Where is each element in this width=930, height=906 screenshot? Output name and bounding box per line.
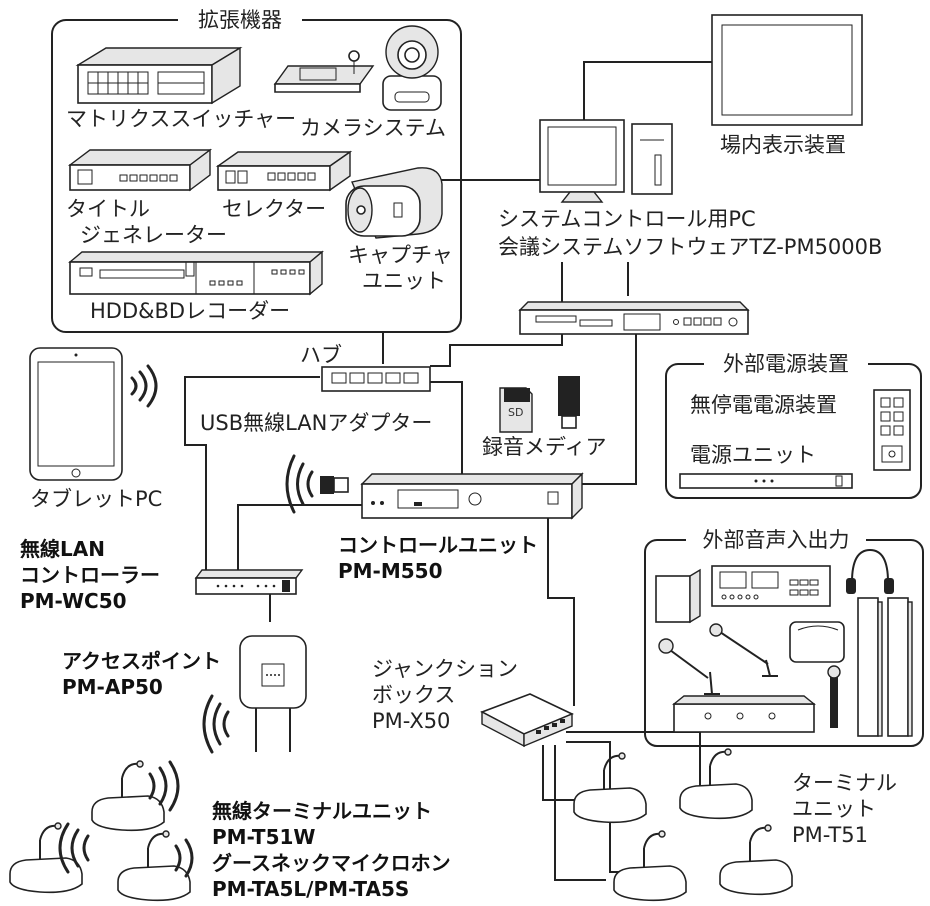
external-power-title: 外部電源装置 bbox=[723, 352, 849, 376]
camera-system-label: カメラシステム bbox=[300, 116, 446, 140]
hdd-bd-recorder-label: HDD&BDレコーダー bbox=[90, 299, 290, 323]
external-audio-title: 外部音声入出力 bbox=[703, 528, 850, 552]
usb-wifi-waves-icon bbox=[285, 454, 314, 514]
control-unit-label-1: コントロールユニット bbox=[338, 533, 538, 557]
terminal-unit-label-1: ターミナル bbox=[792, 771, 897, 795]
power-unit-label: 電源ユニット bbox=[690, 443, 816, 467]
junction-box-label-2: ボックス bbox=[372, 683, 455, 707]
wireless-terminal-label-4: PM-TA5L/PM-TA5S bbox=[212, 877, 409, 901]
monitor-speaker-icon bbox=[789, 621, 845, 663]
wireless-terminal-unit-icon bbox=[9, 760, 194, 902]
wall-speaker-icon bbox=[655, 568, 701, 624]
access-point-icon bbox=[239, 635, 307, 752]
control-pc-label-1: システムコントロール用PC bbox=[498, 207, 756, 231]
control-unit-icon bbox=[360, 472, 584, 520]
hub-icon bbox=[321, 366, 431, 392]
hub-label: ハブ bbox=[300, 343, 342, 367]
sd-card-icon bbox=[499, 387, 533, 433]
tablet-icon bbox=[29, 347, 123, 481]
usb-adapter-label: USB無線LANアダプター bbox=[200, 411, 432, 435]
usb-stick-icon bbox=[558, 376, 580, 429]
title-generator-icon bbox=[67, 148, 213, 192]
column-speakers-icon bbox=[857, 597, 913, 737]
ups-label: 無停電電源装置 bbox=[690, 393, 837, 417]
tablet-label: タブレットPC bbox=[30, 487, 162, 511]
capture-unit-icon bbox=[345, 167, 443, 239]
selector-label: セレクター bbox=[222, 197, 326, 221]
power-unit-icon bbox=[679, 473, 853, 489]
hdd-bd-recorder-icon bbox=[68, 250, 324, 296]
expansion-group-title: 拡張機器 bbox=[198, 8, 282, 32]
connection-lines bbox=[184, 61, 720, 881]
terminal-unit-label-3: PM-T51 bbox=[792, 823, 868, 847]
tablet-wifi-waves-icon bbox=[130, 364, 158, 408]
wlan-label-3: PM-WC50 bbox=[20, 589, 127, 613]
junction-box-label-1: ジャンクション bbox=[372, 657, 518, 681]
matrix-switcher-label: マトリクススイッチャー bbox=[66, 107, 296, 131]
control-pc-label-2: 会議システムソフトウェアTZ-PM5000B bbox=[498, 235, 882, 259]
selector-icon bbox=[215, 150, 353, 192]
amplifier-icon bbox=[672, 695, 816, 733]
venue-display-icon bbox=[711, 14, 863, 126]
ups-icon bbox=[873, 389, 911, 471]
wireless-terminal-label-2: PM-T51W bbox=[212, 825, 315, 849]
junction-box-icon bbox=[480, 693, 574, 748]
wireless-terminal-label-3: グースネックマイクロホン bbox=[212, 851, 451, 875]
title-generator-label-2: ジェネレーター bbox=[80, 223, 227, 247]
ap-wifi-waves-icon bbox=[202, 694, 230, 754]
rack-recorder-icon bbox=[518, 301, 750, 335]
capture-unit-label-1: キャプチャ bbox=[348, 243, 453, 267]
matrix-switcher-icon bbox=[75, 46, 243, 105]
sd-card-text: SD bbox=[508, 406, 523, 419]
control-unit-label-2: PM-M550 bbox=[338, 559, 443, 583]
venue-display-label: 場内表示装置 bbox=[720, 133, 846, 157]
title-generator-label-1: タイトル bbox=[66, 197, 150, 221]
access-point-label-2: PM-AP50 bbox=[62, 675, 163, 699]
capture-unit-label-2: ユニット bbox=[362, 269, 446, 293]
usb-dongle-icon bbox=[320, 476, 349, 494]
wireless-terminal-label-1: 無線ターミナルユニット bbox=[212, 799, 432, 823]
recording-media-label: 録音メディア bbox=[482, 435, 607, 459]
terminal-unit-label-2: ユニット bbox=[792, 797, 876, 821]
microphone-icon bbox=[658, 623, 841, 728]
cassette-deck-icon bbox=[711, 565, 831, 607]
wireless-lan-controller-icon bbox=[194, 569, 304, 595]
camera-system-icon bbox=[273, 25, 442, 111]
wlan-label-2: コントローラー bbox=[20, 563, 160, 587]
headphones-icon bbox=[846, 548, 894, 594]
wlan-label-1: 無線LAN bbox=[20, 537, 105, 561]
access-point-label-1: アクセスポイント bbox=[62, 649, 221, 673]
junction-box-label-3: PM-X50 bbox=[372, 709, 450, 733]
control-pc-icon bbox=[539, 119, 673, 203]
terminal-unit-icon bbox=[573, 748, 793, 902]
